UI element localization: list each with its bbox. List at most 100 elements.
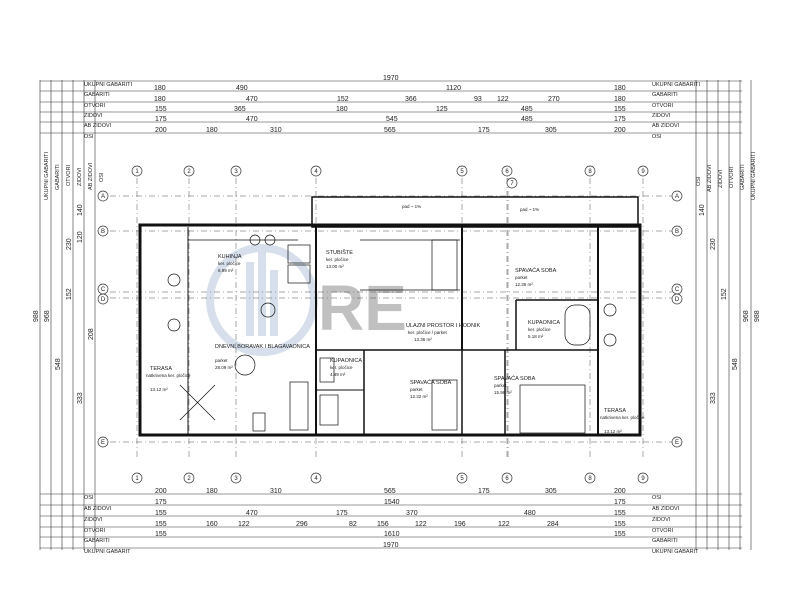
top-dimensions: UKUPNI GABARITI UKUPNI GABARITI 1970 GAB… — [84, 75, 700, 140]
axis-label: 9 — [641, 169, 645, 175]
room-spavaca-1-name: SPAVAĆA SOBA — [410, 379, 452, 386]
room-terasa-r-name: TERASA — [604, 408, 626, 414]
axis-label: E — [675, 440, 679, 446]
dim-value: 270 — [548, 96, 560, 103]
dim-value: 152 — [721, 288, 728, 300]
axis-label: 8 — [588, 476, 592, 482]
dim-row-label: UKUPNI GABARITI — [84, 82, 132, 88]
dim-value: 988 — [754, 310, 761, 322]
dim-value: 1970 — [383, 75, 399, 82]
dim-row-label: UKUPNI GABARITI — [751, 152, 757, 200]
axis-label: E — [101, 440, 105, 446]
dim-value: 180 — [206, 127, 218, 134]
dim-value: 140 — [699, 204, 706, 216]
room-spavaca-2-area: 12.36 m² — [515, 282, 533, 287]
dim-value: 208 — [88, 328, 95, 340]
room-spavaca-3-floor: parket — [494, 383, 507, 388]
room-kupaonica-2-area: 5.18 m² — [528, 334, 544, 339]
dim-value: 180 — [154, 96, 166, 103]
dim-row-label: UKUPNI GABARIT — [652, 549, 699, 555]
dim-row-label: AB ZIDOVI — [88, 162, 94, 190]
dim-row-label: OTVORI — [84, 528, 106, 534]
room-kupaonica-1-name: KUPAONICA — [330, 358, 362, 364]
axis-label: 3 — [234, 169, 238, 175]
axis-label: C — [675, 287, 680, 293]
dim-value: 548 — [55, 358, 62, 370]
dim-value: 1970 — [383, 542, 399, 549]
dim-value: 490 — [236, 85, 248, 92]
dim-row-label: ZIDOVI — [84, 517, 103, 523]
dim-value: 284 — [547, 521, 559, 528]
room-stubiste-floor: ker. pločice — [326, 257, 349, 262]
dim-row-label: UKUPNI GABARITI — [652, 82, 700, 88]
dim-value: 200 — [614, 127, 626, 134]
room-dnevni-floor: parket — [215, 358, 228, 363]
dim-value: 155 — [155, 521, 167, 528]
dim-value: 175 — [478, 127, 490, 134]
dim-value: 470 — [246, 96, 258, 103]
axis-label: 1 — [135, 169, 139, 175]
axis-label: D — [675, 297, 680, 303]
axis-label: D — [101, 297, 106, 303]
dim-value: 333 — [77, 392, 84, 404]
dim-row-label: UKUPNI GABARITI — [44, 152, 50, 200]
dim-row-label: GABARITI — [84, 538, 110, 544]
room-spavaca-1-area: 12.32 m² — [410, 394, 428, 399]
axis-label: A — [101, 194, 105, 200]
dim-value: 370 — [406, 510, 418, 517]
dim-value: 1610 — [384, 531, 400, 538]
room-spavaca-2-name: SPAVAĆA SOBA — [515, 267, 557, 274]
dim-value: 122 — [238, 521, 250, 528]
dim-value: 968 — [44, 310, 51, 322]
dim-row-label: OTVORI — [652, 528, 674, 534]
dim-value: 155 — [614, 531, 626, 538]
axis-label: 9 — [641, 476, 645, 482]
dim-value: 200 — [155, 127, 167, 134]
dim-row-label: OSI — [696, 176, 702, 186]
room-labels: KUHINJA ker. pločice 6.99 m² STUBIŠTE ke… — [146, 249, 645, 434]
room-terasa-l-name: TERASA — [150, 366, 172, 372]
dim-value: 152 — [337, 96, 349, 103]
dim-value: 485 — [521, 116, 533, 123]
axis-label: 6 — [505, 169, 509, 175]
dim-value: 545 — [386, 116, 398, 123]
dim-value: 366 — [405, 96, 417, 103]
dim-row-label: GABARITI — [740, 164, 746, 190]
axis-label: 7 — [510, 181, 514, 187]
dim-value: 200 — [155, 488, 167, 495]
dim-value: 175 — [336, 510, 348, 517]
room-kuhinja-floor: ker. pločice — [218, 261, 241, 266]
axis-label: 2 — [187, 169, 191, 175]
axis-label: 8 — [588, 169, 592, 175]
room-stubiste-name: STUBIŠTE — [326, 249, 353, 256]
axis-labels: 1 2 3 4 5 6 7 8 9 1 2 3 4 5 6 8 9 A B C … — [101, 169, 680, 482]
dim-value: 175 — [155, 116, 167, 123]
room-kupaonica-1-area: 4.89 m² — [330, 372, 346, 377]
axis-label: 1 — [135, 476, 139, 482]
dim-value: 155 — [155, 510, 167, 517]
dim-row-label: AB ZIDOVI — [84, 123, 112, 129]
dim-row-label: OSI — [652, 495, 662, 501]
dim-value: 152 — [66, 288, 73, 300]
room-dnevni-area: 28.09 m² — [215, 365, 233, 370]
dim-row-label: OSI — [99, 172, 105, 182]
dim-value: 180 — [336, 106, 348, 113]
dim-row-label: AB ZIDOVI — [652, 506, 680, 512]
dim-value: 968 — [743, 310, 750, 322]
dim-value: 310 — [270, 127, 282, 134]
axis-label: 6 — [505, 476, 509, 482]
axis-label: 2 — [187, 476, 191, 482]
room-terasa-l-area: 13.12 m² — [150, 387, 168, 392]
dim-row-label: AB ZIDOVI — [84, 506, 112, 512]
dim-row-label: ZIDOVI — [84, 113, 103, 119]
watermark-logo: RE — [206, 244, 407, 356]
dim-row-label: OTVORI — [84, 103, 106, 109]
dim-value: 120 — [77, 231, 84, 243]
dim-value: 122 — [498, 521, 510, 528]
axis-label: 5 — [460, 169, 464, 175]
axis-label: C — [101, 287, 106, 293]
dim-row-label: GABARITI — [55, 164, 61, 190]
dim-row-label: ZIDOVI — [652, 113, 671, 119]
dim-value: 180 — [154, 85, 166, 92]
